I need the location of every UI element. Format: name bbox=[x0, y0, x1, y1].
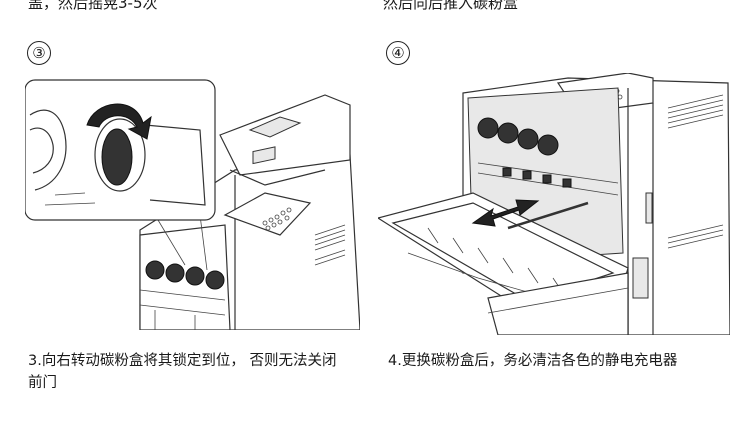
top-left-text: 盖，然后摇晃3-5次 bbox=[28, 0, 158, 12]
scanner-top bbox=[219, 94, 351, 176]
side-vents bbox=[314, 224, 346, 266]
paper-drawer bbox=[487, 272, 629, 335]
printer-clean-charger-illustration bbox=[378, 73, 730, 335]
toner-cartridges bbox=[477, 117, 559, 156]
control-panel bbox=[223, 146, 312, 236]
step-4-number: ④ bbox=[386, 41, 410, 65]
printer-toner-rotate-illustration bbox=[25, 79, 360, 330]
toner-cartridges bbox=[145, 260, 225, 290]
side-vents bbox=[667, 94, 724, 249]
callout-detail bbox=[29, 103, 206, 206]
step-3-number: ③ bbox=[27, 41, 51, 65]
cleaning-rod bbox=[507, 201, 589, 230]
rotate-right-arrow-icon bbox=[86, 103, 152, 140]
push-pull-arrow-icon bbox=[471, 199, 540, 227]
top-right-text: 然后向后推入碳粉盒 bbox=[383, 0, 519, 12]
step-4-caption: 4.更换碳粉盒后，务必清洁各色的静电充电器 bbox=[388, 353, 678, 369]
open-front-bay bbox=[139, 224, 231, 330]
step-3-caption: 3.向右转动碳粉盒将其锁定到位， 否则无法关闭前门 bbox=[28, 353, 337, 391]
toner-knob bbox=[101, 128, 133, 186]
output-tray bbox=[248, 116, 302, 138]
